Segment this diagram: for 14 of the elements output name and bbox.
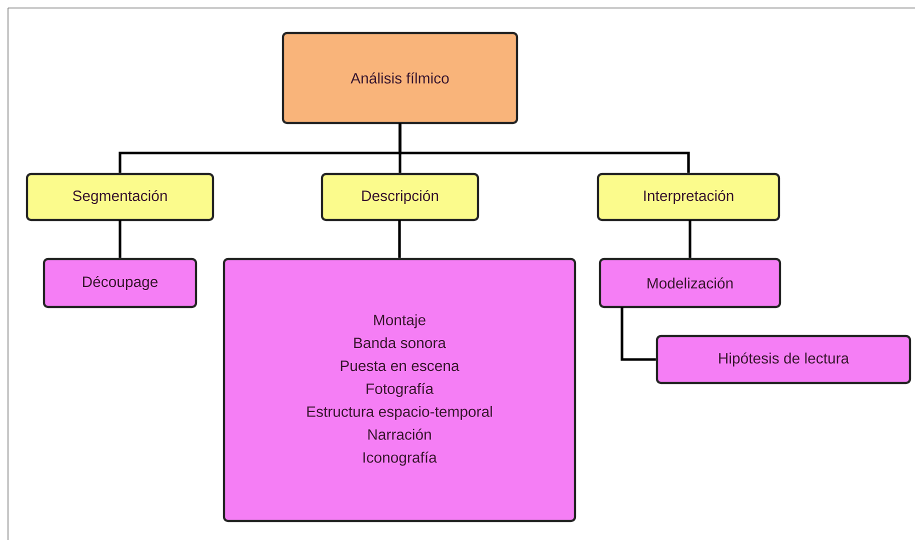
topic-box: Modelización [598,258,782,308]
topic-box: Interpretación [596,172,780,222]
title-box: Análisis fílmico [282,32,518,124]
topic-box: Hipótesis de lectura [656,334,912,384]
connector-line [118,220,122,258]
connector-line [398,123,402,173]
connector-line [398,220,401,258]
connector-line [398,124,690,173]
topic-box: Segmentación [26,172,214,222]
connector-line [688,220,692,258]
list-box: Montaje Banda sonora Puesta en escena Fotografía Estructura espacio-temporal Narración Iconografía [222,258,576,522]
connector-line [620,307,656,361]
topic-box: Descripción [320,172,480,222]
topic-box: Découpage [42,258,198,308]
